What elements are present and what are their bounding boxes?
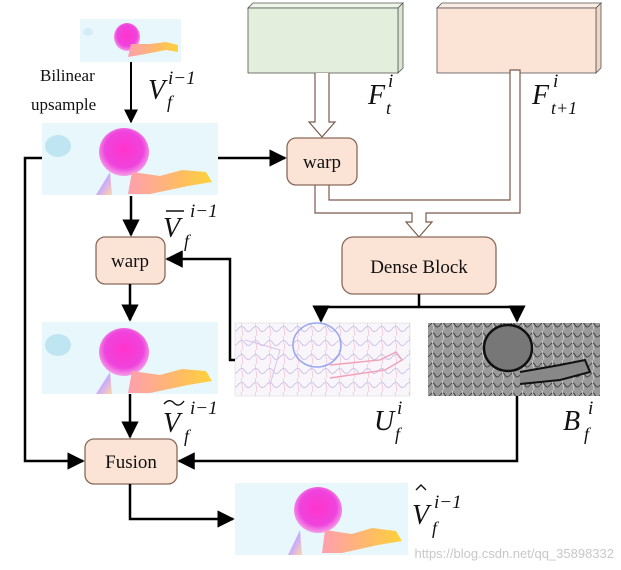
svg-text:V: V (412, 500, 432, 531)
svg-text:f: f (584, 424, 592, 444)
bilinear-label-line1: Bilinear (40, 66, 95, 85)
svg-text:i: i (388, 71, 393, 92)
arrow-skip-to-fusion (23, 156, 85, 470)
u-label: U f i (374, 398, 403, 444)
warp-left-box: warp (95, 236, 166, 285)
dense-split-arrows (312, 294, 526, 323)
fusion-text: Fusion (105, 452, 157, 473)
svg-text:i−1: i−1 (168, 68, 196, 89)
arrow-b-to-fusion (177, 396, 519, 470)
feature-ft-block (247, 2, 404, 74)
warp-top-text: warp (303, 152, 341, 173)
b-label: B f i (563, 398, 593, 444)
svg-text:i−1: i−1 (190, 398, 218, 419)
svg-text:f: f (395, 424, 403, 444)
feature-ft1-block (436, 2, 602, 74)
svg-text:i−1: i−1 (190, 201, 218, 222)
watermark-text: https://blog.csdn.net/qq_35898332 (415, 546, 615, 561)
svg-text:f: f (184, 231, 192, 251)
svg-text:V: V (148, 75, 168, 106)
f-t1-label: F t+1 i (531, 71, 577, 118)
svg-text:V: V (163, 213, 183, 244)
flow-image-prev (80, 19, 181, 62)
arrow-fusion-to-output (128, 484, 235, 528)
svg-text:i−1: i−1 (434, 492, 462, 513)
svg-text:f: f (167, 92, 175, 112)
v-prev-label: V f i−1 (148, 68, 196, 112)
svg-text:F: F (367, 80, 386, 111)
svg-text:U: U (374, 406, 396, 437)
dense-block-text: Dense Block (370, 257, 468, 278)
flow-image-upsampled (42, 123, 218, 195)
uncertainty-image (234, 322, 411, 397)
hollow-arrow-to-dense (314, 69, 521, 238)
svg-text:f: f (432, 518, 440, 538)
v-hat-label: V f i−1 (412, 484, 462, 538)
arrow-u-to-warp-left (165, 250, 235, 362)
v-bar-label: V f i−1 (163, 201, 218, 251)
bilinear-label-line2: upsample (31, 95, 96, 114)
svg-text:V: V (163, 408, 183, 439)
f-t-label: F t i (367, 71, 393, 118)
warp-top-box: warp (286, 137, 358, 186)
hollow-arrow-ft-to-warp (307, 73, 337, 138)
blending-mask-image (428, 323, 600, 396)
svg-text:B: B (563, 406, 580, 437)
svg-text:F: F (531, 80, 550, 111)
svg-text:t: t (386, 98, 392, 118)
svg-text:i: i (397, 398, 402, 419)
svg-text:i: i (553, 71, 558, 92)
svg-text:i: i (588, 398, 593, 419)
svg-text:f: f (184, 426, 192, 446)
v-tilde-label: V f i−1 (163, 398, 218, 446)
svg-text:t+1: t+1 (551, 98, 577, 118)
flow-image-warped (42, 322, 218, 394)
dense-block-box: Dense Block (341, 236, 497, 295)
fusion-box: Fusion (84, 438, 178, 485)
flow-image-output (235, 483, 408, 555)
warp-left-text: warp (111, 251, 149, 272)
